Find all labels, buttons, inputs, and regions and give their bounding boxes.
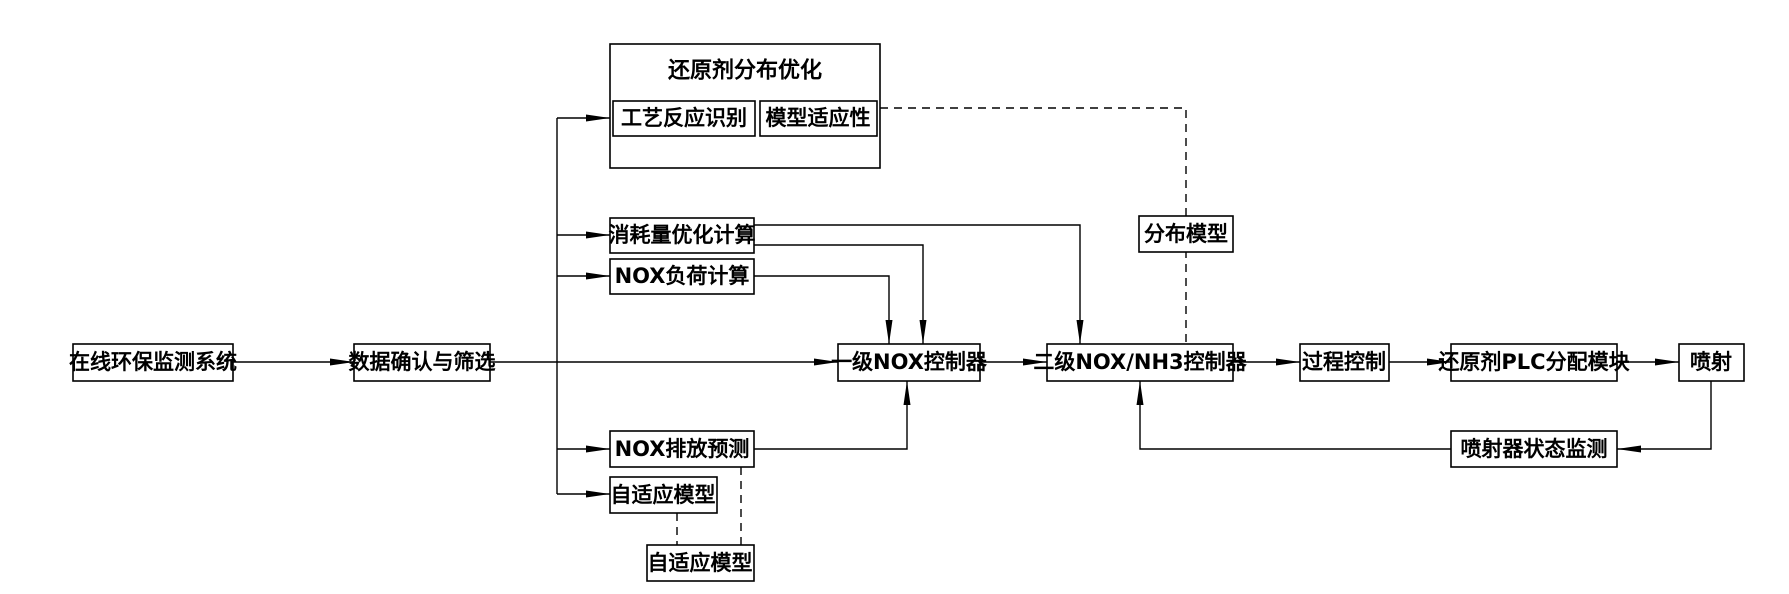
node-distribution-model: 分布模型 bbox=[1138, 215, 1234, 253]
node-first-controller-label: 一级NOX控制器 bbox=[831, 350, 988, 374]
edge-injection-to-monitor bbox=[1617, 380, 1712, 453]
node-process-identify-label: 工艺反应识别 bbox=[621, 106, 747, 130]
edge-consumption-to-first bbox=[754, 244, 927, 344]
node-adaptive-model-1: 自适应模型 bbox=[609, 476, 718, 514]
node-online-monitor-label: 在线环保监测系统 bbox=[69, 350, 237, 374]
node-adaptive-model-1-label: 自适应模型 bbox=[611, 483, 716, 507]
node-injection-label: 喷射 bbox=[1690, 350, 1732, 374]
node-injector-monitor-label: 喷射器状态监测 bbox=[1461, 437, 1608, 461]
node-second-controller: 二级NOX/NH3控制器 bbox=[1033, 343, 1248, 382]
node-injector-monitor: 喷射器状态监测 bbox=[1450, 430, 1618, 468]
node-first-controller: 一级NOX控制器 bbox=[831, 343, 988, 382]
node-reductant-opt: 还原剂分布优化 工艺反应识别 模型适应性 bbox=[609, 43, 881, 169]
edge-monitor-to-second bbox=[1136, 381, 1451, 450]
node-data-confirm-label: 数据确认与筛选 bbox=[349, 350, 496, 374]
node-nox-emission-pred-label: NOX排放预测 bbox=[615, 437, 750, 461]
node-adaptive-model-2: 自适应模型 bbox=[646, 544, 755, 582]
node-adaptive-model-2-label: 自适应模型 bbox=[648, 551, 753, 575]
edge-consumption-to-second bbox=[754, 224, 1084, 344]
node-injection: 喷射 bbox=[1678, 343, 1745, 382]
node-model-adapt-label: 模型适应性 bbox=[766, 106, 871, 130]
node-nox-emission-pred: NOX排放预测 bbox=[609, 430, 755, 468]
dashed-model-adapt-to-second bbox=[880, 107, 1187, 344]
connectors bbox=[233, 107, 1712, 545]
node-reductant-opt-title: 还原剂分布优化 bbox=[667, 58, 822, 84]
edge-nox-emission-to-first bbox=[754, 381, 911, 450]
node-distribution-model-label: 分布模型 bbox=[1144, 222, 1228, 246]
node-online-monitor: 在线环保监测系统 bbox=[69, 343, 237, 382]
node-process-control-label: 过程控制 bbox=[1302, 350, 1386, 374]
node-nox-load-calc-label: NOX负荷计算 bbox=[615, 264, 750, 288]
edge-nox-load-to-first bbox=[754, 275, 893, 344]
node-consumption-calc-label: 消耗量优化计算 bbox=[609, 223, 756, 247]
node-second-controller-label: 二级NOX/NH3控制器 bbox=[1033, 350, 1247, 374]
node-consumption-calc: 消耗量优化计算 bbox=[609, 217, 756, 254]
node-process-control: 过程控制 bbox=[1299, 343, 1390, 382]
node-data-confirm: 数据确认与筛选 bbox=[349, 343, 496, 382]
node-nox-load-calc: NOX负荷计算 bbox=[609, 258, 755, 295]
node-plc-module-label: 还原剂PLC分配模块 bbox=[1437, 350, 1630, 374]
node-plc-module: 还原剂PLC分配模块 bbox=[1437, 343, 1631, 382]
